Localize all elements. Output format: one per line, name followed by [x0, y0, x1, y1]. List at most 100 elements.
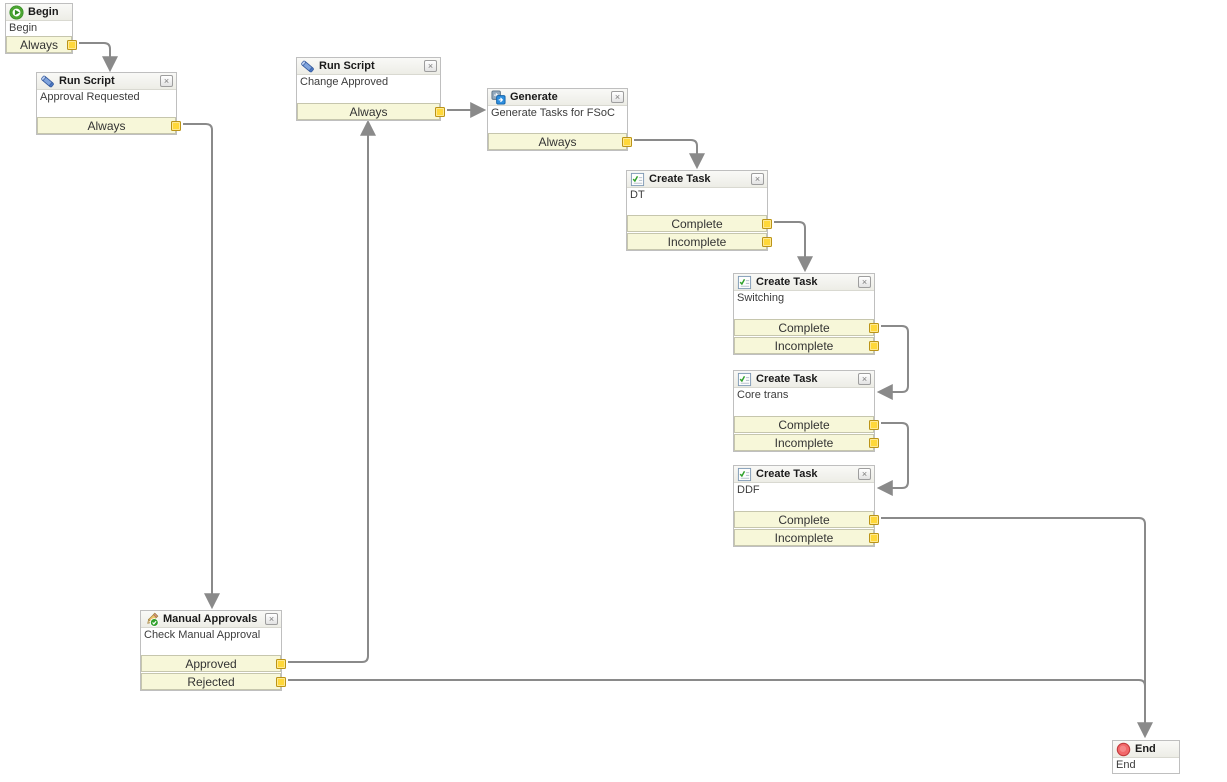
node-run-script-change[interactable]: Run Script × Change Approved Always — [296, 57, 445, 121]
node-body — [488, 121, 627, 133]
node-description: Core trans — [734, 388, 874, 403]
output-row-complete[interactable]: Complete — [734, 511, 879, 528]
node-body — [141, 643, 281, 655]
output-row-always[interactable]: Always — [6, 36, 77, 53]
output-connector-complete[interactable] — [869, 514, 879, 525]
node-header[interactable]: Manual Approvals × — [141, 611, 281, 628]
node-generate[interactable]: Generate × Generate Tasks for FSoC Alway… — [487, 88, 632, 151]
node-outputs: Always — [37, 117, 181, 134]
end-icon — [1116, 742, 1131, 757]
node-header[interactable]: Begin — [6, 4, 72, 21]
output-label: Always — [87, 118, 126, 133]
output-connector-always[interactable] — [622, 136, 632, 147]
output-row-always[interactable]: Always — [37, 117, 181, 134]
connection-run-script-approval-always-to-manual-approvals — [183, 123, 220, 610]
output-row-approved[interactable]: Approved — [141, 655, 286, 672]
connection-manual-approvals-rejected-to-end — [288, 679, 1146, 728]
node-begin[interactable]: Begin Begin Always — [5, 3, 77, 54]
node-title: Create Task — [756, 468, 818, 480]
node-title: Run Script — [319, 60, 375, 72]
close-icon[interactable]: × — [751, 173, 764, 185]
output-row-incomplete[interactable]: Incomplete — [734, 434, 879, 451]
node-create-task-dt[interactable]: Create Task × DT Complete Incomplete — [626, 170, 772, 251]
output-row-incomplete[interactable]: Incomplete — [734, 337, 879, 354]
output-connector-incomplete[interactable] — [762, 236, 772, 247]
output-connector-approved[interactable] — [276, 658, 286, 669]
output-row-incomplete[interactable]: Incomplete — [734, 529, 879, 546]
node-run-script-approval[interactable]: Run Script × Approval Requested Always — [36, 72, 181, 135]
output-row-rejected[interactable]: Rejected — [141, 673, 286, 690]
node-description: Begin — [6, 21, 72, 36]
node-header[interactable]: Create Task × — [734, 371, 874, 388]
output-row-complete[interactable]: Complete — [734, 319, 879, 336]
connection-create-task-dt-complete-to-create-task-switching — [774, 221, 813, 273]
node-manual-approvals[interactable]: Manual Approvals × Check Manual Approval… — [140, 610, 286, 691]
node-title: Create Task — [649, 173, 711, 185]
node-description: DDF — [734, 483, 874, 498]
node-header[interactable]: End — [1113, 741, 1179, 758]
output-connector-incomplete[interactable] — [869, 340, 879, 351]
close-icon[interactable]: × — [611, 91, 624, 103]
output-label: Always — [19, 37, 58, 52]
output-row-always[interactable]: Always — [297, 103, 445, 120]
output-label: Incomplete — [774, 530, 834, 545]
output-connector-complete[interactable] — [869, 322, 879, 333]
node-outputs: Always — [297, 103, 445, 120]
output-label: Approved — [185, 656, 237, 671]
close-icon[interactable]: × — [424, 60, 437, 72]
node-header[interactable]: Create Task × — [627, 171, 767, 188]
create-task-icon — [737, 372, 752, 387]
output-row-complete[interactable]: Complete — [627, 215, 772, 232]
connection-create-task-switching-complete-to-create-task-core-trans — [876, 325, 909, 400]
node-title: Create Task — [756, 276, 818, 288]
create-task-icon — [737, 467, 752, 482]
generate-icon — [491, 89, 506, 105]
output-row-always[interactable]: Always — [488, 133, 632, 150]
node-header[interactable]: Create Task × — [734, 274, 874, 291]
connection-begin-always-to-run-script-approval — [79, 42, 118, 73]
output-row-incomplete[interactable]: Incomplete — [627, 233, 772, 250]
close-icon[interactable]: × — [858, 276, 871, 288]
node-outputs: Always — [488, 133, 632, 150]
create-task-icon — [630, 172, 645, 187]
close-icon[interactable]: × — [160, 75, 173, 87]
node-end[interactable]: End End — [1112, 740, 1180, 774]
output-connector-always[interactable] — [435, 106, 445, 117]
node-header[interactable]: Run Script × — [297, 58, 440, 75]
node-header[interactable]: Create Task × — [734, 466, 874, 483]
node-header[interactable]: Generate × — [488, 89, 627, 106]
node-body — [734, 403, 874, 416]
output-connector-rejected[interactable] — [276, 676, 286, 687]
node-body — [37, 105, 176, 117]
node-outputs: Approved Rejected — [141, 655, 286, 690]
close-icon[interactable]: × — [265, 613, 278, 625]
node-create-task-ddf[interactable]: Create Task × DDF Complete Incomplete — [733, 465, 879, 547]
node-title: Create Task — [756, 373, 818, 385]
node-description: Approval Requested — [37, 90, 176, 105]
output-connector-always[interactable] — [171, 120, 181, 131]
output-row-complete[interactable]: Complete — [734, 416, 879, 433]
node-create-task-core-trans[interactable]: Create Task × Core trans Complete Incomp… — [733, 370, 879, 452]
node-header[interactable]: Run Script × — [37, 73, 176, 90]
output-connector-complete[interactable] — [869, 419, 879, 430]
node-title: Manual Approvals — [163, 613, 258, 625]
output-label: Incomplete — [667, 234, 727, 249]
connection-create-task-core-trans-complete-to-create-task-ddf — [876, 422, 909, 496]
node-body — [297, 90, 440, 103]
node-description: Check Manual Approval — [141, 628, 281, 643]
node-create-task-switching[interactable]: Create Task × Switching Complete Incompl… — [733, 273, 879, 355]
node-outputs: Complete Incomplete — [734, 416, 879, 451]
output-label: Complete — [778, 320, 830, 335]
run-script-icon — [300, 59, 315, 74]
node-body — [734, 306, 874, 319]
output-connector-incomplete[interactable] — [869, 532, 879, 543]
close-icon[interactable]: × — [858, 373, 871, 385]
node-description: DT — [627, 188, 767, 203]
close-icon[interactable]: × — [858, 468, 871, 480]
output-connector-always[interactable] — [67, 39, 77, 50]
node-description: End — [1113, 758, 1179, 773]
output-connector-complete[interactable] — [762, 218, 772, 229]
output-connector-incomplete[interactable] — [869, 437, 879, 448]
output-label: Incomplete — [774, 338, 834, 353]
